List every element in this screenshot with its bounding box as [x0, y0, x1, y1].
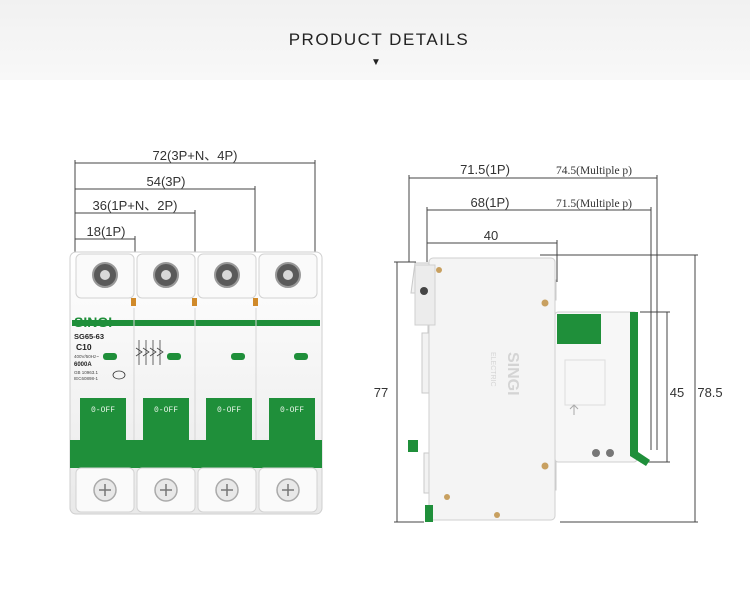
embossed-brand: SINGI: [504, 352, 521, 396]
green-base-band: [70, 440, 322, 468]
voltage-label: 400V/50Hz~: [74, 354, 99, 359]
dim-width-4p: 72(3P+N、4P): [153, 148, 238, 163]
dim-width-1p: 18(1P): [86, 224, 125, 239]
dim-depth-multi: 74.5(Multiple p): [556, 165, 632, 177]
dim-height-77: 77: [374, 385, 388, 400]
rating-label: C10: [76, 342, 92, 352]
standard-gb-label: GB 10963.1: [74, 370, 99, 375]
rivet-icon: [420, 287, 428, 295]
section-header: PRODUCT DETAILS ▼: [0, 0, 750, 80]
down-arrow-icon: ▼: [371, 57, 381, 68]
side-dimension-lines: [394, 175, 698, 523]
switch-off-label: 0-OFF: [217, 406, 241, 415]
ccc-cert-mark: [112, 370, 126, 380]
green-stripe: [72, 320, 320, 326]
indicator-windows: [103, 353, 308, 360]
rivet-icon: [444, 494, 450, 500]
toggle-switches[interactable]: 0-OFF 0-OFF 0-OFF 0-OFF: [80, 398, 315, 440]
brand-logo: SINGI: [74, 314, 112, 330]
dim-depth-68-multi: 71.5(Multiple p): [556, 198, 632, 210]
wiring-symbol-icon: [135, 340, 164, 365]
side-view: 71.5(1P) 74.5(Multiple p) 68(1P) 71.5(Mu…: [374, 162, 723, 523]
dim-width-2p: 36(1P+N、2P): [93, 198, 178, 213]
dim-width-3p: 54(3P): [146, 174, 185, 189]
rivet-icon: [436, 267, 442, 273]
section-title: PRODUCT DETAILS: [288, 30, 470, 49]
rivet-icon: [541, 462, 549, 470]
dim-depth-1p: 71.5(1P): [460, 162, 510, 177]
breaking-capacity-label: 6000A: [74, 362, 92, 368]
toggle-switch[interactable]: [206, 398, 252, 440]
standard-iec-label: IEC60898-1: [74, 376, 99, 381]
toggle-switch[interactable]: [143, 398, 189, 440]
side-casing: [428, 257, 556, 521]
switch-off-label: 0-OFF: [280, 406, 304, 415]
embossed-brand-sub: ELECTRIC: [489, 352, 496, 387]
rivet-icon: [494, 512, 500, 518]
bottom-terminals: [75, 467, 318, 513]
side-green-panel: [557, 314, 601, 344]
toggle-switch[interactable]: [269, 398, 315, 440]
side-green-lever: [630, 312, 650, 466]
dim-depth-68: 68(1P): [470, 195, 509, 210]
front-view: 72(3P+N、4P) 54(3P) 36(1P+N、2P) 18(1P): [69, 148, 323, 515]
dim-depth-40: 40: [484, 228, 498, 243]
top-terminals: [75, 253, 318, 306]
dim-height-45: 45: [670, 385, 684, 400]
model-label: SG65-63: [74, 332, 104, 341]
toggle-switch[interactable]: [80, 398, 126, 440]
switch-off-label: 0-OFF: [154, 406, 178, 415]
switch-off-label: 0-OFF: [91, 406, 115, 415]
rivet-icon: [541, 299, 549, 307]
dim-height-785: 78.5: [697, 385, 722, 400]
